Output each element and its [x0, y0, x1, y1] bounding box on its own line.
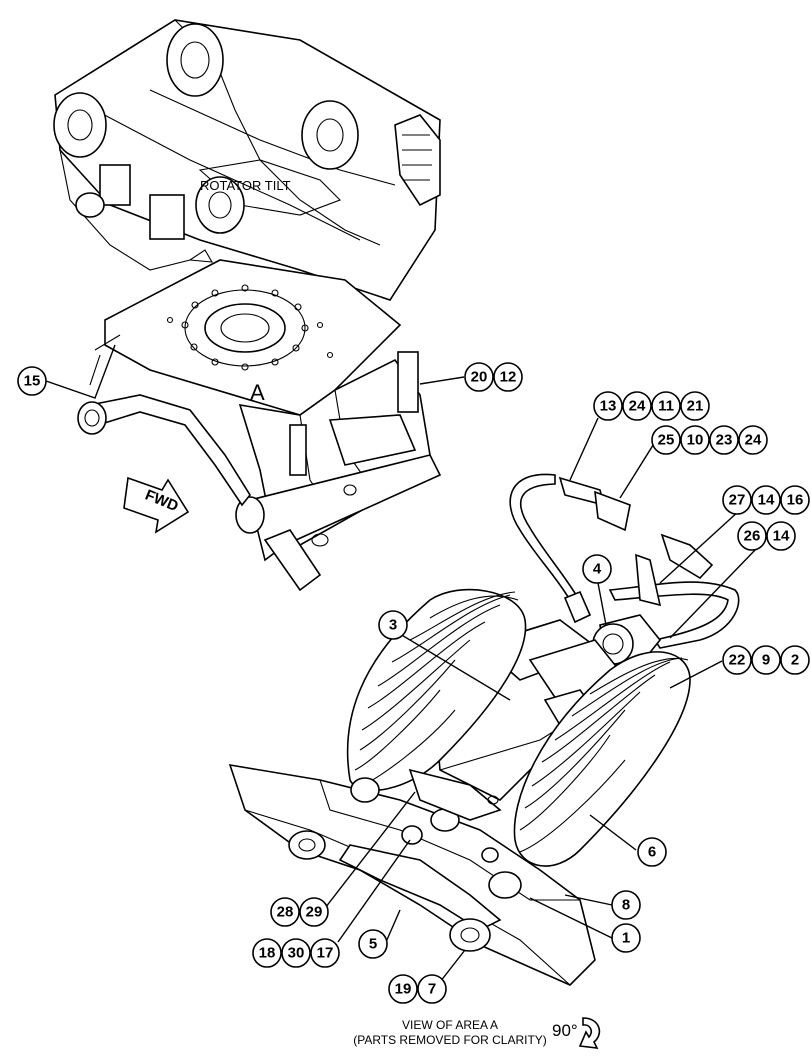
- callout-25: 25: [651, 425, 681, 455]
- callout-15: 15: [17, 366, 47, 396]
- view-title: VIEW OF AREA A: [401, 1018, 499, 1032]
- svg-text:12: 12: [500, 369, 517, 386]
- svg-text:30: 30: [288, 945, 305, 962]
- svg-text:24: 24: [629, 398, 646, 415]
- rotation-label: 90°: [552, 1021, 578, 1040]
- svg-text:26: 26: [744, 528, 761, 545]
- svg-text:29: 29: [306, 904, 323, 921]
- callout-7: 7: [417, 974, 447, 1004]
- svg-text:4: 4: [593, 561, 602, 578]
- svg-text:28: 28: [277, 904, 294, 921]
- svg-text:20: 20: [471, 369, 488, 386]
- svg-text:8: 8: [622, 897, 630, 914]
- callout-4: 4: [582, 554, 612, 584]
- callout-2: 2: [780, 645, 810, 675]
- callout-11: 11: [651, 391, 681, 421]
- callout-24: 24: [622, 391, 652, 421]
- svg-text:27: 27: [729, 492, 746, 509]
- svg-text:18: 18: [259, 945, 276, 962]
- svg-text:23: 23: [716, 432, 733, 449]
- view-note: (PARTS REMOVED FOR CLARITY): [353, 1033, 547, 1047]
- callout-24: 24: [738, 425, 768, 455]
- forward-arrow-icon: FWD: [123, 476, 190, 534]
- detail-view-assembly: [228, 473, 740, 986]
- svg-text:2: 2: [791, 652, 799, 669]
- callout-9: 9: [751, 645, 781, 675]
- svg-text:22: 22: [729, 652, 746, 669]
- callout-19: 19: [388, 974, 418, 1004]
- callout-16: 16: [780, 485, 810, 515]
- svg-text:19: 19: [395, 981, 412, 998]
- callout-5: 5: [358, 929, 388, 959]
- callout-20: 20: [464, 362, 494, 392]
- callout-3: 3: [378, 610, 408, 640]
- coupler-assembly: [53, 19, 442, 592]
- callout-29: 29: [299, 897, 329, 927]
- callout-6: 6: [637, 837, 667, 867]
- callout-22: 22: [722, 645, 752, 675]
- callout-14: 14: [751, 485, 781, 515]
- callout-26: 26: [737, 521, 767, 551]
- svg-text:16: 16: [787, 492, 804, 509]
- svg-text:5: 5: [369, 936, 377, 953]
- leader-lines: [45, 344, 758, 983]
- callout-28: 28: [270, 897, 300, 927]
- svg-text:1: 1: [622, 930, 630, 947]
- callout-17: 17: [310, 938, 340, 968]
- svg-text:25: 25: [658, 432, 675, 449]
- callout-10: 10: [680, 425, 710, 455]
- svg-text:3: 3: [389, 617, 397, 634]
- rotation-arrow-icon: 90°: [552, 1017, 601, 1049]
- callout-14: 14: [766, 521, 796, 551]
- callout-13: 13: [593, 391, 623, 421]
- area-a-label: A: [250, 380, 265, 405]
- rotator-tilt-label: ROTATOR TILT: [200, 178, 291, 193]
- callout-23: 23: [709, 425, 739, 455]
- callout-27: 27: [722, 485, 752, 515]
- svg-text:7: 7: [428, 981, 436, 998]
- callout-8: 8: [611, 890, 641, 920]
- svg-text:21: 21: [687, 398, 704, 415]
- svg-text:9: 9: [762, 652, 770, 669]
- svg-text:14: 14: [758, 492, 775, 509]
- svg-text:14: 14: [773, 528, 790, 545]
- svg-text:13: 13: [600, 398, 617, 415]
- svg-text:10: 10: [687, 432, 704, 449]
- callout-12: 12: [493, 362, 523, 392]
- svg-text:17: 17: [317, 945, 334, 962]
- svg-text:24: 24: [745, 432, 762, 449]
- callout-30: 30: [281, 938, 311, 968]
- svg-text:15: 15: [24, 373, 41, 390]
- callout-1: 1: [611, 923, 641, 953]
- svg-text:6: 6: [648, 844, 656, 861]
- callout-21: 21: [680, 391, 710, 421]
- svg-text:11: 11: [658, 398, 674, 415]
- callout-18: 18: [252, 938, 282, 968]
